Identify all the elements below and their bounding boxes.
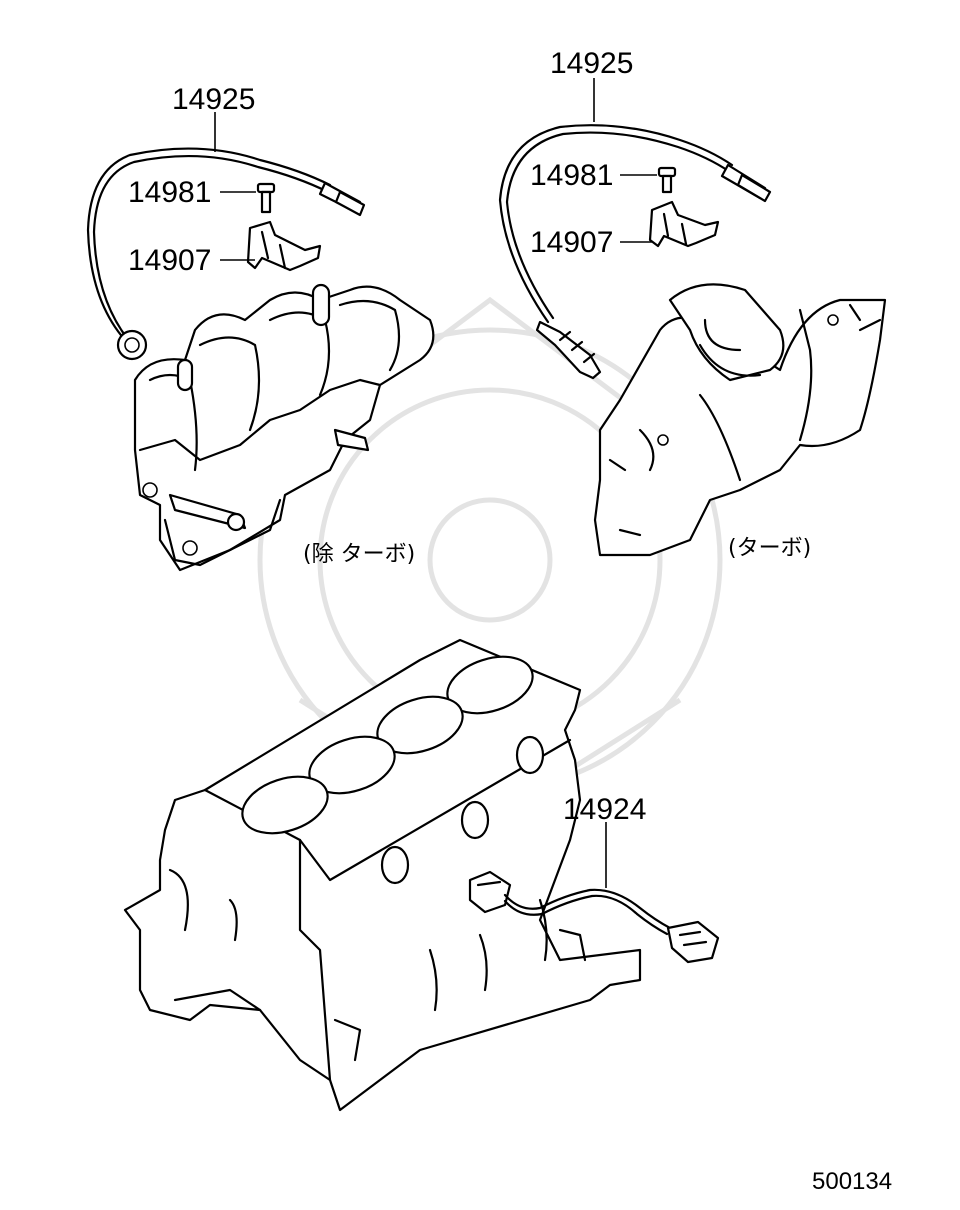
part-label-o2-sensor-non-turbo: 14925 [172,83,256,116]
bolt-non-turbo [256,182,276,214]
bracket-turbo [648,200,720,248]
o2-sensor-non-turbo [86,147,366,361]
o2-sensor-turbo [498,124,772,380]
part-label-o2-sensor-turbo: 14925 [550,47,634,80]
leaders-non-turbo [214,112,256,261]
leaders-turbo [593,78,657,243]
diagram-reference-number: 500134 [812,1168,893,1195]
caption-non-turbo: (除 ターボ) [303,542,416,567]
turbocharger [593,283,887,557]
engine-block [123,638,642,1112]
part-label-bolt-turbo: 14981 [530,159,614,192]
caption-turbo: (ターボ) [728,536,812,561]
knock-sensor [468,870,720,964]
exhaust-manifold-non-turbo [133,283,435,572]
part-label-bracket-non-turbo: 14907 [128,244,212,277]
bolt-turbo [657,166,677,194]
part-label-bolt-non-turbo: 14981 [128,176,212,209]
part-label-bracket-turbo: 14907 [530,226,614,259]
part-label-knock-sensor: 14924 [563,793,647,826]
bracket-non-turbo [246,220,322,272]
